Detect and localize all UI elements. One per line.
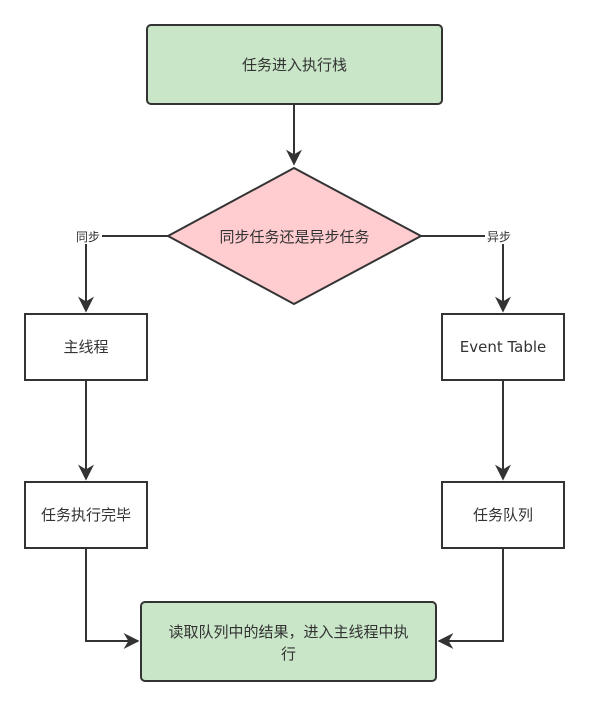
node-start-label: 任务进入执行栈 [242,56,347,74]
node-end-label-line2: 行 [281,645,296,663]
edge-label-sync: 同步 [76,230,100,244]
node-main-thread-label: 主线程 [63,338,108,356]
node-end: 读取队列中的结果，进入主线程中执 行 [140,601,437,682]
edge-labels: 同步 异步 [74,229,513,244]
edge-task-queue-to-end [437,548,504,649]
node-main-thread: 主线程 [24,313,148,381]
node-end-label-line1: 读取队列中的结果，进入主线程中执 [168,623,408,641]
node-decision-label: 同步任务还是异步任务 [219,228,369,246]
node-task-queue: 任务队列 [441,481,565,549]
edge-label-async: 异步 [487,230,511,244]
node-event-table: Event Table [441,313,565,381]
node-event-table-label: Event Table [460,338,547,356]
edge-decision-to-event-table [421,235,511,313]
node-start: 任务进入执行栈 [146,24,443,105]
node-decision: 同步任务还是异步任务 [165,166,424,306]
edge-task-done-to-end [85,548,140,649]
node-task-queue-label: 任务队列 [473,506,533,524]
edge-decision-to-main-thread [78,235,168,313]
node-task-done-label: 任务执行完毕 [41,506,131,524]
node-task-done: 任务执行完毕 [24,481,148,549]
